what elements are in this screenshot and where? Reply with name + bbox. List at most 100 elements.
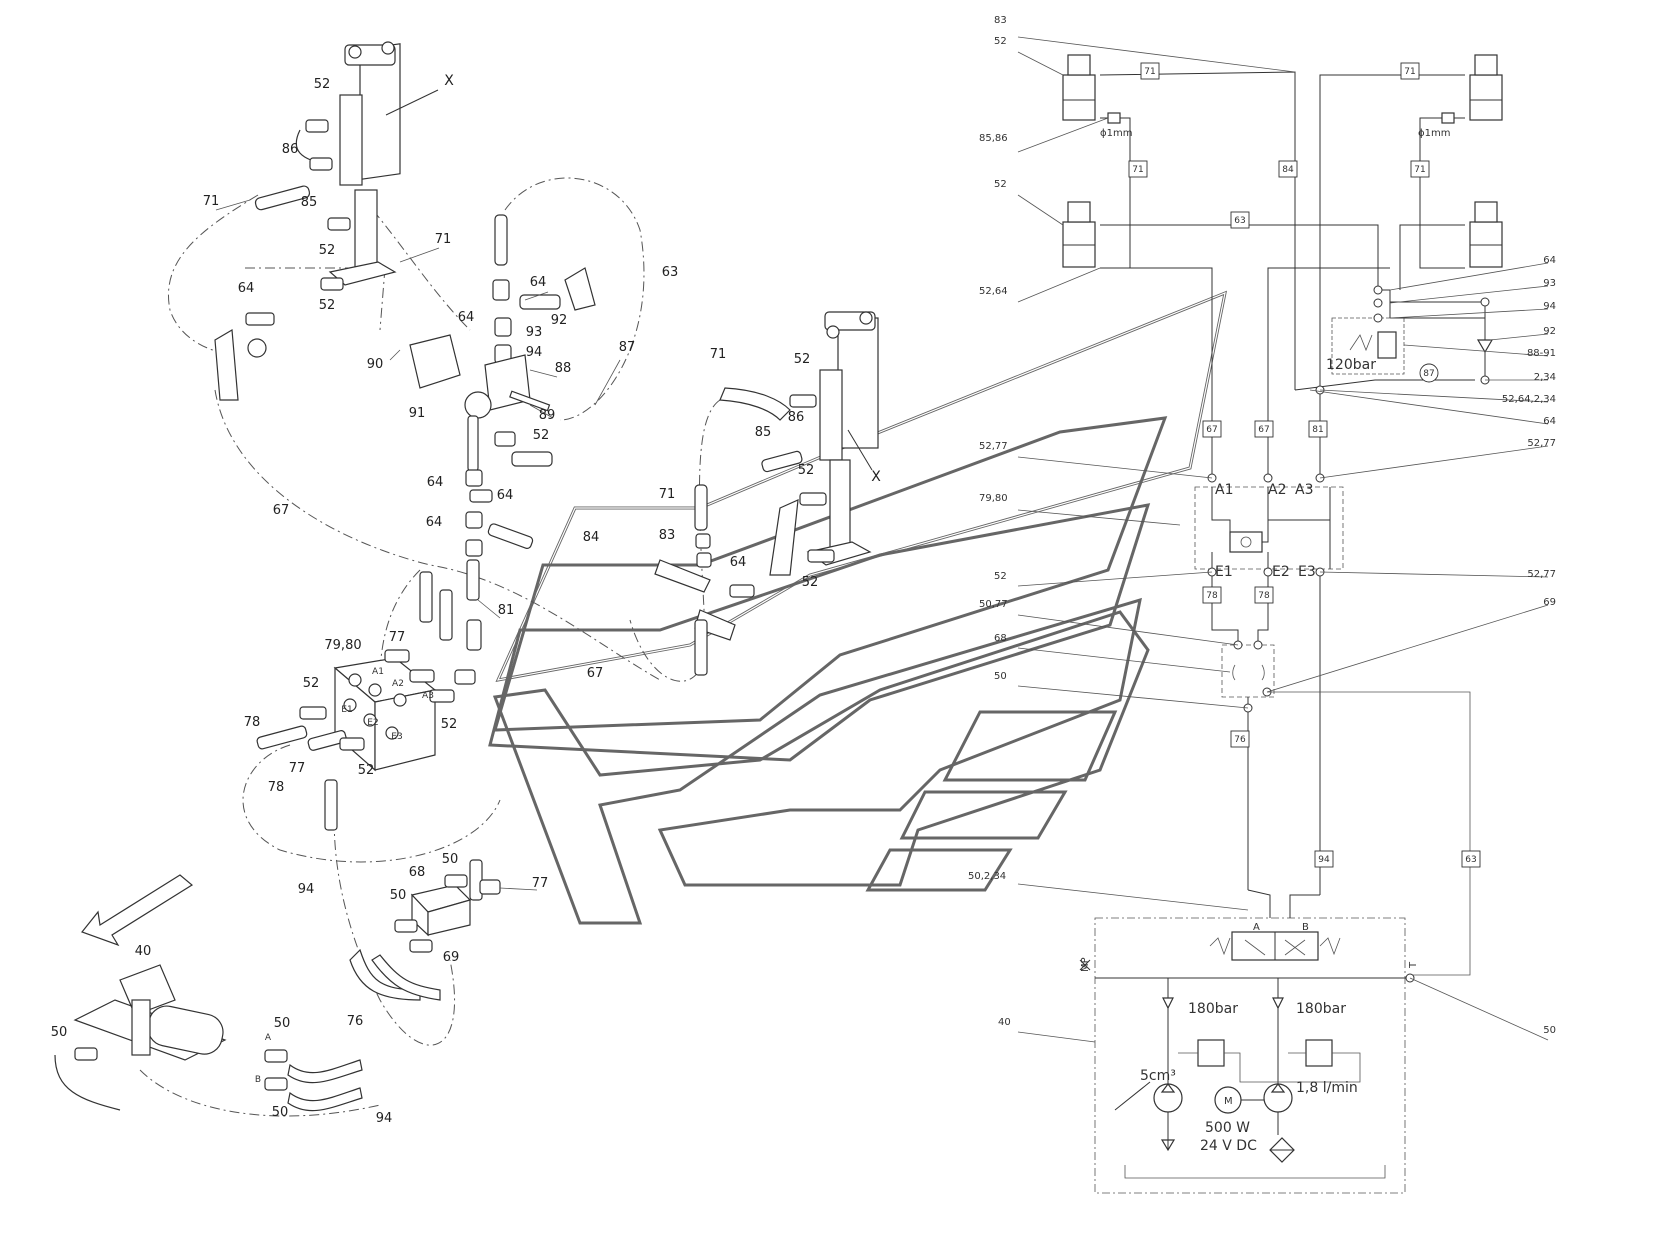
s-5264: 52,64 bbox=[979, 286, 1008, 297]
c-85a: 85 bbox=[301, 195, 318, 210]
c-52d: 52 bbox=[533, 428, 550, 443]
t-67b-box bbox=[1254, 420, 1274, 438]
c-77c: 77 bbox=[532, 876, 549, 891]
c-87: 87 bbox=[619, 340, 636, 355]
c-78b: 78 bbox=[268, 780, 285, 795]
s-r8891: 88-91 bbox=[1527, 348, 1556, 359]
t-67b: 67 bbox=[1258, 425, 1269, 435]
orifice-label-right: ϕ1mm bbox=[1418, 128, 1450, 139]
port-e1: E1 bbox=[1215, 564, 1233, 580]
c-84: 84 bbox=[583, 530, 600, 545]
c-52i: 52 bbox=[441, 717, 458, 732]
l-a2: A2 bbox=[392, 679, 404, 689]
c-88: 88 bbox=[555, 361, 572, 376]
s-r94: 94 bbox=[1543, 301, 1556, 312]
s-40: 40 bbox=[998, 1017, 1011, 1028]
s-52c: 52 bbox=[994, 571, 1007, 582]
c-94a: 94 bbox=[526, 345, 543, 360]
c-63: 63 bbox=[662, 265, 679, 280]
c-64a: 64 bbox=[238, 281, 255, 296]
t-84-box bbox=[1278, 160, 1298, 178]
c-71d: 71 bbox=[659, 487, 676, 502]
c-78a: 78 bbox=[244, 715, 261, 730]
l-a1: A1 bbox=[372, 667, 384, 677]
t-67a: 67 bbox=[1206, 425, 1217, 435]
relief-pressure-left: 180bar bbox=[1188, 1001, 1238, 1017]
l-a3: A3 bbox=[422, 691, 434, 701]
t-76-box bbox=[1230, 730, 1250, 748]
t-63a: 63 bbox=[1234, 216, 1245, 226]
t-63b-box bbox=[1461, 850, 1481, 868]
callout-leaders bbox=[215, 199, 621, 891]
s-r50: 50 bbox=[1543, 1025, 1556, 1036]
c-64b: 64 bbox=[530, 275, 547, 290]
c-52j: 52 bbox=[358, 763, 375, 778]
s-68: 68 bbox=[994, 633, 1007, 644]
c-91: 91 bbox=[409, 406, 426, 421]
c-52g: 52 bbox=[802, 575, 819, 590]
c-50c: 50 bbox=[274, 1016, 291, 1031]
l-pb: B bbox=[255, 1075, 261, 1085]
s-8586: 85,86 bbox=[979, 133, 1008, 144]
c-86a: 86 bbox=[282, 142, 299, 157]
fittings bbox=[214, 119, 596, 651]
c-7980: 79,80 bbox=[324, 638, 361, 653]
l-e3: E3 bbox=[391, 732, 402, 742]
t-71b: 71 bbox=[1404, 67, 1415, 77]
motor-voltage: 24 V DC bbox=[1200, 1138, 1257, 1154]
s-r5277b: 52,77 bbox=[1527, 569, 1556, 580]
c-64e: 64 bbox=[497, 488, 514, 503]
direction-arrow bbox=[81, 874, 194, 947]
c-x2: X bbox=[871, 469, 881, 485]
pump-flow-rate: 1,8 l/min bbox=[1296, 1080, 1358, 1096]
t-81-box bbox=[1308, 420, 1328, 438]
s-r234: 2,34 bbox=[1534, 372, 1556, 383]
t-63b: 63 bbox=[1465, 855, 1476, 865]
schematic-annotations: ϕ1mm ϕ1mm 120bar A1 A2 A3 E1 E2 E3 A B M… bbox=[1080, 128, 1450, 1154]
valve-block-79-80 bbox=[256, 649, 476, 831]
t-84: 84 bbox=[1282, 165, 1294, 175]
c-81: 81 bbox=[498, 603, 515, 618]
c-52c: 52 bbox=[319, 298, 336, 313]
c-94c: 94 bbox=[376, 1111, 393, 1126]
c-50d: 50 bbox=[51, 1025, 68, 1040]
t-78a-box bbox=[1202, 586, 1222, 604]
t-63a-box bbox=[1230, 211, 1250, 229]
c-64g: 64 bbox=[730, 555, 747, 570]
l-pa: A bbox=[265, 1033, 272, 1043]
s-r64b: 64 bbox=[1543, 416, 1556, 427]
c-50e: 50 bbox=[272, 1105, 289, 1120]
t-71b-box bbox=[1400, 62, 1420, 80]
t-71d: 71 bbox=[1414, 165, 1425, 175]
c-52f: 52 bbox=[798, 463, 815, 478]
port-mp: MP bbox=[1080, 957, 1091, 972]
c-85b: 85 bbox=[755, 425, 772, 440]
s-52a: 52 bbox=[994, 36, 1007, 47]
s-r69: 69 bbox=[1543, 597, 1556, 608]
c-71b: 71 bbox=[435, 232, 452, 247]
s-r64a: 64 bbox=[1543, 255, 1556, 266]
motor-symbol: M bbox=[1224, 1096, 1233, 1107]
c-50a: 50 bbox=[442, 852, 459, 867]
c-90: 90 bbox=[367, 357, 384, 372]
c-67b: 67 bbox=[587, 666, 604, 681]
c-68: 68 bbox=[409, 865, 426, 880]
s-5277a: 52,77 bbox=[979, 441, 1008, 452]
t-78b: 78 bbox=[1258, 591, 1270, 601]
s-r5264234: 52,64,2,34 bbox=[1502, 394, 1556, 405]
c-64d: 64 bbox=[427, 475, 444, 490]
c-67a: 67 bbox=[273, 503, 290, 518]
s-r5277a: 52,77 bbox=[1527, 438, 1556, 449]
c-52b: 52 bbox=[319, 243, 336, 258]
c-69: 69 bbox=[443, 950, 460, 965]
c-64c: 64 bbox=[458, 310, 475, 325]
motor-power: 500 W bbox=[1205, 1120, 1250, 1136]
port-a1: A1 bbox=[1215, 482, 1233, 498]
c-71c: 71 bbox=[710, 347, 727, 362]
valve-port-b: B bbox=[1302, 922, 1309, 933]
l-e2: E2 bbox=[367, 718, 378, 728]
valve-block-68 bbox=[349, 859, 501, 1001]
t-87-circle bbox=[1419, 363, 1439, 383]
